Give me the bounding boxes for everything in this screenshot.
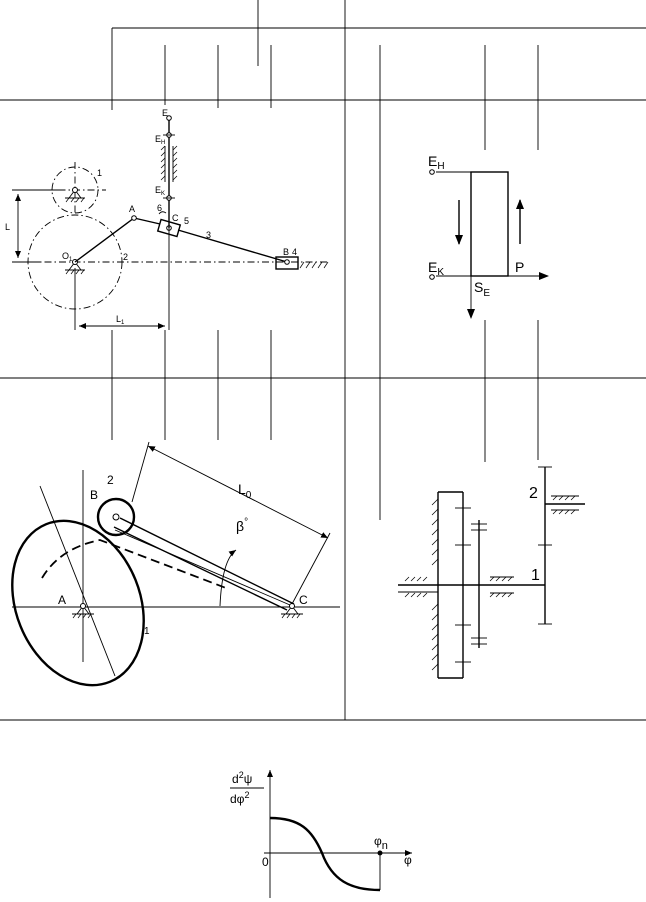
- force-rectangle: [470, 171, 509, 277]
- label-force-ek: EK: [428, 259, 444, 278]
- acceleration-graph: d2ψ dφ2 0 φn φ: [230, 770, 412, 898]
- gear-train: 1 2: [398, 466, 585, 679]
- crank-link: [74, 217, 135, 263]
- cam-profile: [11, 519, 145, 687]
- linkage-mechanism: 1 2 3 4 5 6 A B C E EH EK O1 L L1: [5, 108, 330, 330]
- label-point-e: E: [162, 108, 168, 118]
- label-cam-a: A: [58, 593, 66, 607]
- force-diagram: EH EK P SE: [428, 153, 549, 319]
- label-link-3: 3: [206, 230, 211, 240]
- label-angle-beta: β°: [236, 517, 248, 534]
- graph-phi-n-point: [377, 850, 383, 856]
- label-point-a: A: [129, 204, 135, 214]
- label-gear-2: 2: [123, 252, 128, 262]
- graph-ylabel-numerator: d2ψ: [232, 770, 252, 786]
- label-link-4: 4: [292, 247, 297, 257]
- acceleration-curve: [269, 816, 381, 892]
- label-link-5: 5: [184, 216, 189, 226]
- follower-arm: [119, 517, 295, 605]
- label-force-p: P: [515, 259, 524, 275]
- label-point-ek: EK: [155, 185, 165, 197]
- link-3: [133, 217, 161, 225]
- label-roller-number: 2: [107, 473, 114, 487]
- label-point-eh: EH: [155, 134, 165, 146]
- slider-5: [156, 218, 182, 238]
- label-link-6: 6: [157, 203, 162, 213]
- label-gear-train-1: 1: [531, 567, 540, 584]
- label-cam-number: 1: [144, 626, 150, 637]
- graph-origin: 0: [262, 855, 269, 869]
- cam-mechanism: A B C 1 2 L0 β°: [11, 441, 340, 687]
- label-dim-l0: L0: [238, 481, 252, 501]
- label-dim-l: L: [5, 222, 10, 232]
- label-gear-1: 1: [97, 168, 102, 178]
- label-force-se: SE: [474, 279, 490, 299]
- roller: [96, 497, 136, 537]
- graph-phi-n: φn: [374, 834, 388, 852]
- graph-xlabel: φ: [404, 853, 412, 867]
- table-grid: [0, 0, 646, 721]
- graph-ylabel-denominator: dφ2: [230, 790, 249, 806]
- label-gear-train-2: 2: [529, 485, 538, 502]
- label-cam-b: B: [90, 488, 98, 502]
- label-pivot-o1: O1: [62, 251, 73, 263]
- label-force-eh: EH: [428, 153, 445, 172]
- label-dim-l1: L1: [116, 314, 125, 326]
- label-point-c: C: [172, 213, 179, 223]
- slider-4: [275, 256, 299, 270]
- label-point-b: B: [283, 247, 289, 257]
- label-cam-c: C: [299, 593, 308, 607]
